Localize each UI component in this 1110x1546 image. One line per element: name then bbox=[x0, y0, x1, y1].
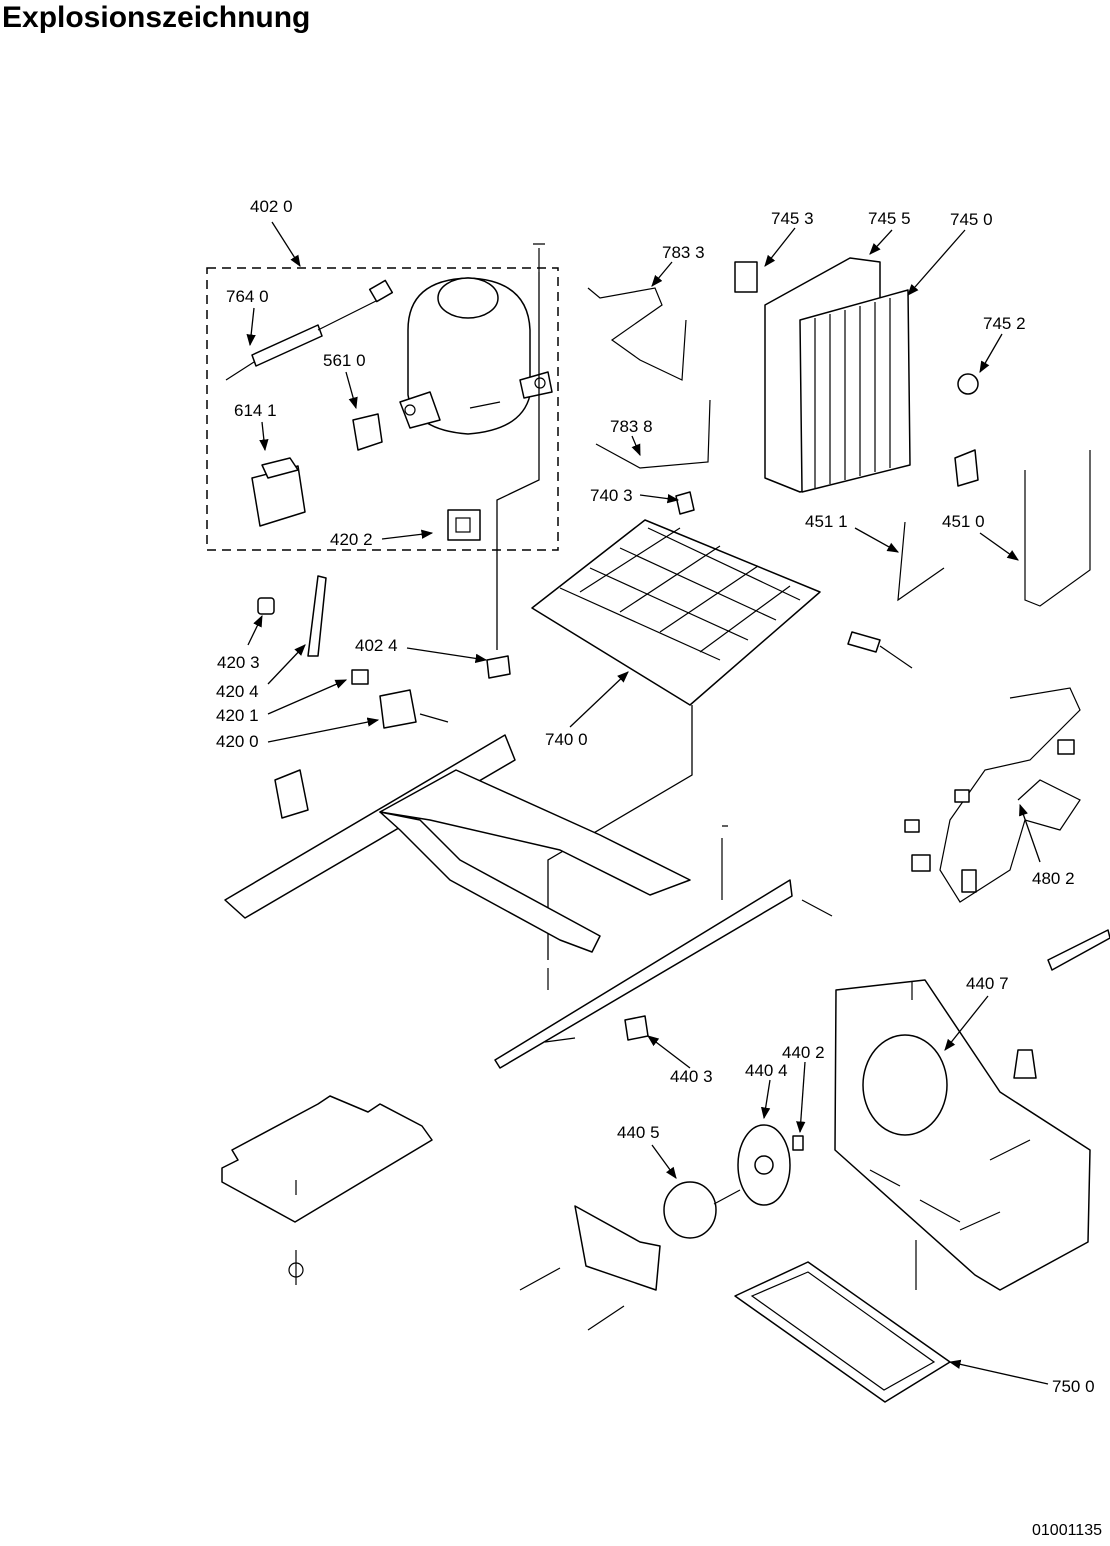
label-440-4: 440 4 bbox=[745, 1061, 788, 1080]
label-451-1: 451 1 bbox=[805, 512, 848, 531]
clip-part bbox=[352, 413, 383, 451]
label-402-4: 402 4 bbox=[355, 636, 398, 655]
label-420-1: 420 1 bbox=[216, 706, 259, 725]
tube-783-3 bbox=[587, 287, 687, 381]
small-bracket bbox=[847, 631, 881, 653]
plug-420-1 bbox=[351, 669, 369, 685]
label-745-2: 745 2 bbox=[983, 314, 1026, 333]
base-frame bbox=[224, 734, 833, 1069]
heater-451-1 bbox=[897, 521, 945, 602]
filter-drier bbox=[225, 279, 394, 381]
bracket-740-3 bbox=[675, 491, 695, 515]
label-614-1: 614 1 bbox=[234, 401, 277, 420]
label-561-0: 561 0 bbox=[323, 351, 366, 370]
fan-motor bbox=[663, 1181, 741, 1239]
cable-tie bbox=[1047, 929, 1110, 971]
label-783-3: 783 3 bbox=[662, 243, 705, 262]
drain-pan bbox=[734, 1261, 951, 1403]
motor-bracket bbox=[574, 1205, 661, 1291]
label-440-7: 440 7 bbox=[966, 974, 1009, 993]
compressor bbox=[399, 277, 553, 435]
overload-part bbox=[447, 509, 481, 541]
label-745-5: 745 5 bbox=[868, 209, 911, 228]
label-420-2: 420 2 bbox=[330, 530, 373, 549]
sensor-745-2 bbox=[957, 373, 979, 395]
label-402-0: 402 0 bbox=[250, 197, 293, 216]
fan-shroud bbox=[834, 979, 1091, 1291]
wire-nut bbox=[1013, 1049, 1037, 1079]
hose-420-4 bbox=[307, 575, 327, 657]
cover-plate bbox=[221, 1095, 433, 1285]
label-480-2: 480 2 bbox=[1032, 869, 1075, 888]
evaporator bbox=[764, 257, 911, 493]
label-745-3: 745 3 bbox=[771, 209, 814, 228]
grommet-part bbox=[486, 655, 511, 679]
page-title: Explosionszeichnung bbox=[2, 1, 311, 34]
heater-451-0 bbox=[1024, 450, 1091, 607]
label-440-3: 440 3 bbox=[670, 1067, 713, 1086]
label-783-8: 783 8 bbox=[610, 417, 653, 436]
label-451-0: 451 0 bbox=[942, 512, 985, 531]
wiring-harness bbox=[904, 687, 1081, 903]
fan-blade bbox=[737, 1124, 791, 1206]
connector-420-0 bbox=[379, 689, 417, 729]
mounting-screw bbox=[533, 243, 545, 272]
compressor-assembly-box bbox=[206, 267, 559, 551]
label-420-0: 420 0 bbox=[216, 732, 259, 751]
tube-783-8 bbox=[595, 399, 711, 469]
document-number: 01001135 bbox=[1032, 1522, 1102, 1539]
label-420-3: 420 3 bbox=[217, 653, 260, 672]
clip-745-3 bbox=[734, 261, 758, 293]
cap-420-3 bbox=[257, 597, 275, 615]
condenser bbox=[531, 519, 821, 706]
label-750-0: 750 0 bbox=[1052, 1377, 1095, 1396]
fan-clip-440-2 bbox=[792, 1135, 804, 1151]
label-740-0: 740 0 bbox=[545, 730, 588, 749]
label-440-5: 440 5 bbox=[617, 1123, 660, 1142]
nut-440-3 bbox=[624, 1015, 649, 1041]
label-420-4: 420 4 bbox=[216, 682, 259, 701]
label-740-3: 740 3 bbox=[590, 486, 633, 505]
relay-part bbox=[251, 457, 306, 527]
label-764-0: 764 0 bbox=[226, 287, 269, 306]
label-745-0: 745 0 bbox=[950, 210, 993, 229]
label-440-2: 440 2 bbox=[782, 1043, 825, 1062]
clip-451 bbox=[954, 449, 979, 487]
